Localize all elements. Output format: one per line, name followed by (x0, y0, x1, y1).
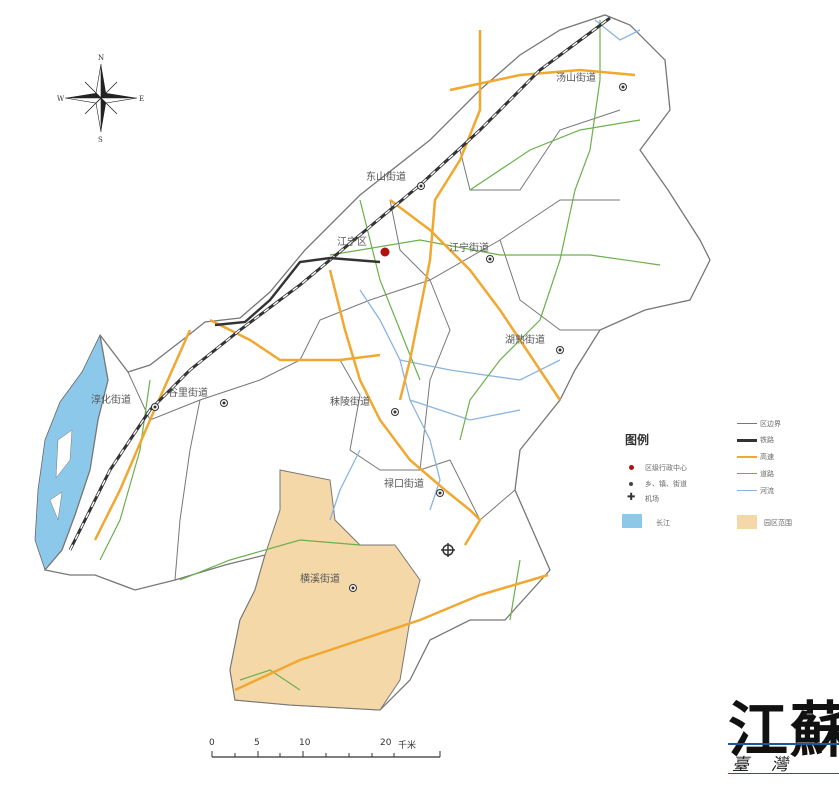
highways (93, 30, 636, 692)
scale-unit: 千米 (398, 741, 417, 751)
highway-line (737, 456, 757, 458)
title-sub: 臺灣 (732, 755, 810, 775)
scale-ruler (211, 751, 441, 758)
town-icon (629, 482, 633, 486)
compass-w: W (57, 95, 65, 103)
airport-icon (441, 543, 455, 557)
legend-item: 区级行政中心 (645, 464, 687, 472)
compass-rose-icon: N S W E (57, 54, 144, 144)
compass-e: E (139, 95, 144, 103)
place-label: 横溪街道 (300, 572, 340, 585)
boundary-line (737, 423, 757, 424)
railway-dash (69, 17, 611, 551)
scale-tick-label: 5 (254, 738, 260, 748)
legend-title: 图例 (625, 433, 650, 447)
airport-legend-icon: ✚ (627, 492, 636, 503)
park-swatch (737, 515, 757, 529)
legend-item: 机场 (645, 495, 659, 503)
yangtze-swatch (622, 514, 642, 528)
place-label: 江宁街道 (449, 241, 489, 254)
legend-item: 高速 (760, 453, 774, 461)
title-rule-bottom (728, 773, 839, 774)
legend-item: 区边界 (760, 420, 781, 428)
legend-item: 河流 (760, 487, 774, 495)
place-label: 湖熟街道 (505, 333, 545, 346)
place-label: 秣陵街道 (330, 395, 370, 408)
place-label: 淳化街道 (91, 393, 131, 406)
legend-item: 铁路 (760, 436, 774, 444)
scale-tick-label: 10 (299, 738, 311, 748)
place-label: 汤山街道 (556, 71, 596, 84)
title-main: 江蘇 (728, 696, 839, 766)
legend-item: 乡、镇、街道 (645, 480, 687, 488)
map-legend: 图例 区级行政中心 乡、镇、街道 ✚ 机场 长江 区边界 铁路 高速 道路 河流… (622, 420, 839, 540)
river-line (737, 490, 757, 491)
scale-bar: 0 5 10 20 千米 (200, 735, 460, 785)
place-label: 谷里街道 (168, 386, 208, 399)
place-label: 江宁区 (337, 235, 367, 248)
compass-n: N (98, 54, 104, 62)
scale-tick-label: 20 (380, 738, 392, 748)
rivers (329, 19, 641, 521)
legend-item: 园区范围 (764, 519, 792, 527)
town-markers (151, 83, 627, 592)
legend-item: 长江 (656, 519, 670, 527)
river-island (49, 429, 73, 521)
place-label: 东山街道 (366, 170, 406, 183)
road-line (737, 473, 757, 474)
scale-tick-label: 0 (209, 738, 215, 748)
place-label: 禄口街道 (384, 477, 424, 490)
railway-line (737, 439, 757, 442)
district-center-icon (629, 465, 634, 470)
compass-s: S (98, 136, 103, 144)
title-rule (728, 743, 839, 745)
district-boundary (43, 14, 711, 711)
legend-item: 道路 (760, 470, 774, 478)
railway-branch (214, 256, 381, 327)
district-center-marker (380, 247, 390, 257)
park-area (229, 469, 421, 711)
